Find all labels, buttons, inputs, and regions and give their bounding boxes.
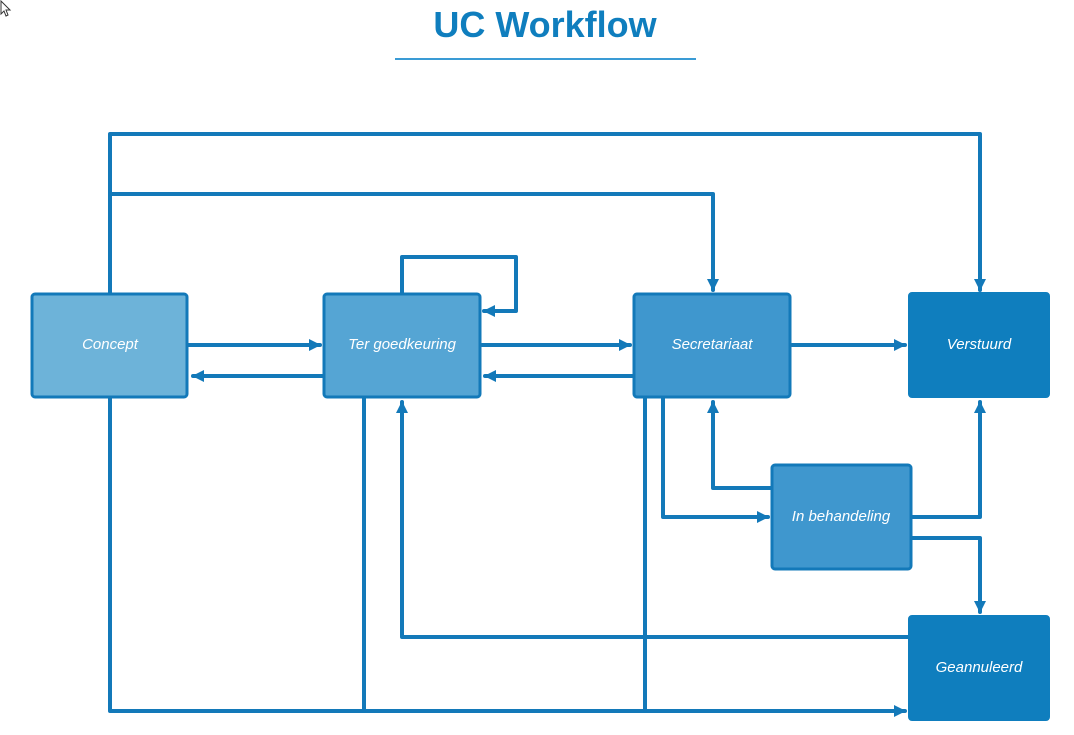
mouse-cursor-icon (0, 0, 12, 17)
node-secretariaat[interactable]: Secretariaat (632, 292, 792, 399)
node-secretariaat-label: Secretariaat (672, 336, 754, 353)
node-concept[interactable]: Concept (30, 292, 189, 399)
node-verstuurd[interactable]: Verstuurd (908, 292, 1050, 398)
title-underline (395, 58, 696, 60)
node-verstuurd-label: Verstuurd (947, 336, 1012, 353)
edge-in-behandeling-geannuleerd (910, 536, 986, 614)
edge-in-behandeling-verstuurd (910, 400, 986, 519)
node-geannuleerd-label: Geannuleerd (936, 659, 1023, 676)
edge-concept-secretariaat (108, 192, 719, 292)
edge-ter-goedkeuring-self (400, 255, 518, 317)
edge-concept-verstuurd (108, 132, 986, 296)
node-geannuleerd[interactable]: Geannuleerd (908, 615, 1050, 721)
edge-concept-geannuleerd (108, 396, 907, 717)
node-ter-goedkeuring-label: Ter goedkeuring (348, 336, 457, 353)
node-in-behandeling[interactable]: In behandeling (770, 463, 913, 571)
page-title: UC Workflow (433, 4, 657, 45)
node-ter-goedkeuring[interactable]: Ter goedkeuring (322, 292, 482, 399)
node-concept-label: Concept (82, 336, 139, 353)
edge-geannuleerd-ter-goedkeuring (396, 400, 911, 639)
edge-in-behandeling-secretariaat (707, 400, 774, 490)
node-in-behandeling-label: In behandeling (792, 508, 891, 525)
edge-secretariaat-in-behandeling (661, 396, 770, 523)
